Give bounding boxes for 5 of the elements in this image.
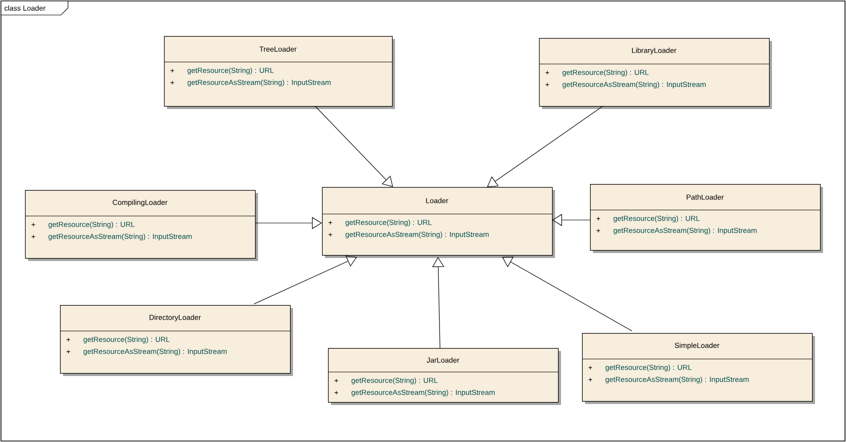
inheritance-arrow	[254, 256, 357, 304]
inheritance-arrow	[314, 106, 393, 187]
inheritance-arrow	[432, 257, 444, 348]
inheritance-arrow	[502, 256, 632, 332]
inheritance-arrow	[487, 106, 604, 187]
